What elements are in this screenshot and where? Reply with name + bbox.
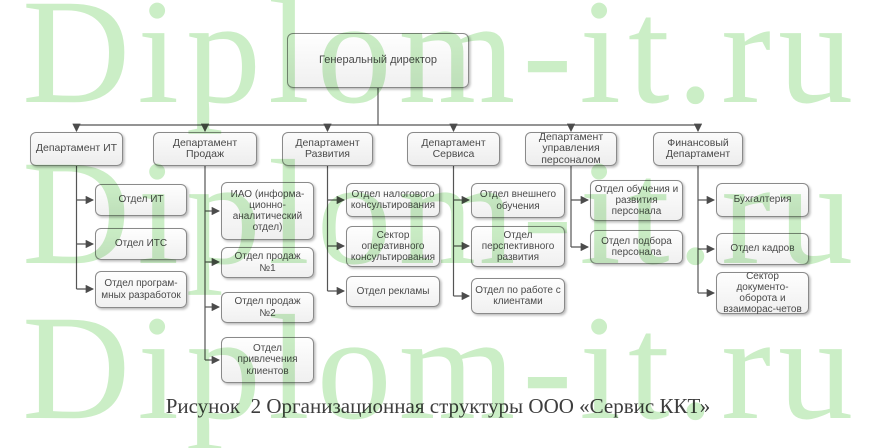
node-external-training: Отдел внешнего обучения [471,183,565,218]
node-operational-consulting: Сектор оперативного консультирования [346,226,440,267]
node-dept-it: Департамент ИТ [30,132,123,166]
node-sales-1: Отдел продаж №1 [221,247,314,278]
node-kadry: Отдел кадров [716,233,809,265]
node-recruitment: Отдел подбора персонала [590,230,683,264]
node-dept-finance: Финансовый Департамент [653,132,743,166]
node-otdel-it: Отдел ИТ [95,184,187,216]
node-dept-development: Департамент Развития [282,132,373,166]
node-dept-hr: Департамент управления персоналом [525,131,617,166]
node-staff-training: Отдел обучения и развития персонала [590,180,683,221]
node-accounting: Бухгалтерия [716,183,809,217]
node-perspective-development: Отдел перспективного развития [471,226,565,267]
node-otdel-its: Отдел ИТС [95,228,187,260]
node-dept-service: Департамент Сервиса [407,132,500,166]
figure-caption: Рисунок 2 Организационная структуры ООО … [165,394,711,418]
node-document-flow: Сектор документо-оборота и взаиморас-чет… [716,271,809,315]
node-dept-sales: Департамент Продаж [153,132,257,166]
node-advertising: Отдел рекламы [346,276,440,307]
node-sales-2: Отдел продаж №2 [221,292,314,323]
node-general-director: Генеральный директор [287,33,469,88]
node-tax-consulting: Отдел налогового консультирования [346,183,440,217]
node-iao: ИАО (информа-ционно-аналитический отдел) [221,182,314,240]
node-otdel-software: Отдел програм-мных разработок [95,271,187,308]
node-client-relations: Отдел по работе с клиентами [471,278,565,314]
node-client-acquisition: Отдел привлечения клиентов [221,337,314,383]
